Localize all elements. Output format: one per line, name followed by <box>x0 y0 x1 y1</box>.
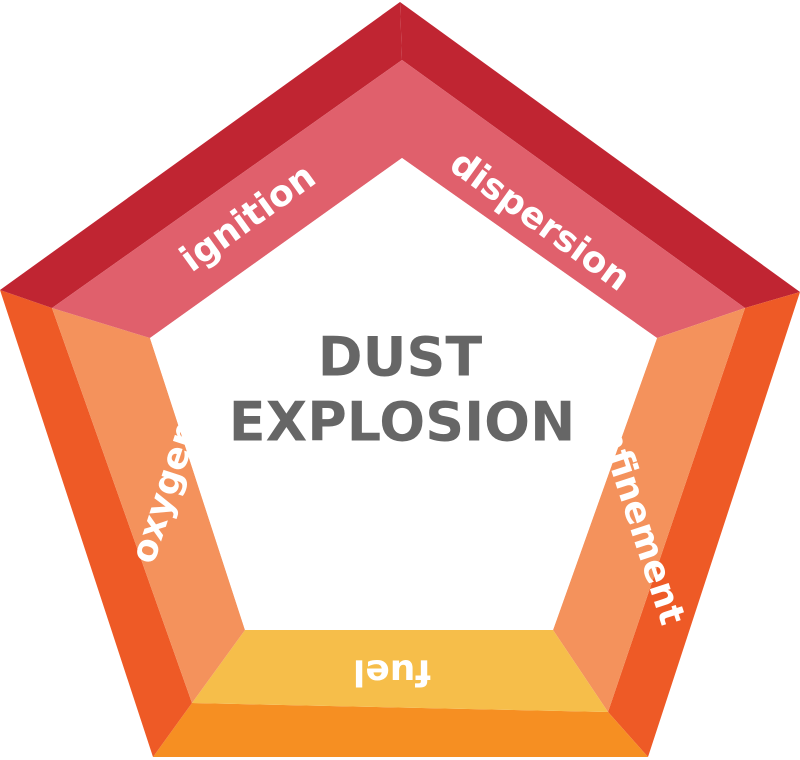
segment-ignition-inner <box>52 60 402 338</box>
segment-fuel-outer <box>153 703 648 757</box>
center-title-line1: DUST <box>318 326 483 389</box>
segment-confinement-inner <box>553 308 745 712</box>
segment-dispersion-outer <box>400 2 800 308</box>
segment-oxygen-outer <box>0 290 192 757</box>
center-pentagon <box>150 158 657 630</box>
segment-fuel <box>153 630 648 757</box>
segment-oxygen-inner <box>52 308 245 703</box>
segment-ignition-outer <box>0 2 402 308</box>
segment-fuel-inner <box>192 630 608 712</box>
label-fuel: fuel <box>353 652 431 693</box>
segment-ignition <box>0 2 402 338</box>
segment-oxygen <box>0 290 245 757</box>
segment-confinement-outer <box>608 292 800 757</box>
segment-dispersion-inner <box>402 60 745 338</box>
center-title-line2: EXPLOSION <box>229 391 576 454</box>
segment-confinement <box>553 292 800 757</box>
segment-dispersion <box>400 2 800 338</box>
